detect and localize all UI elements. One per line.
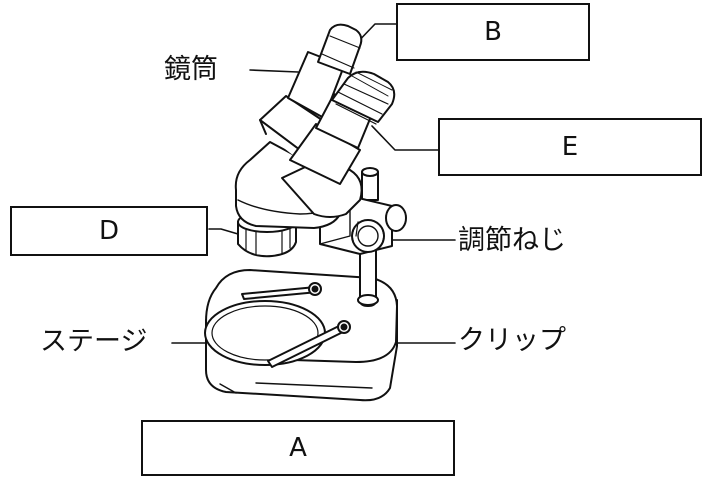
base-foot — [219, 382, 373, 394]
answer-box-a[interactable]: A — [141, 420, 455, 476]
answer-box-e[interactable]: E — [438, 118, 702, 176]
answer-box-d[interactable]: D — [10, 206, 208, 256]
answer-box-a-label: A — [289, 433, 307, 463]
answer-box-e-label: E — [561, 132, 579, 162]
clip-top — [241, 282, 322, 300]
tube-right — [289, 70, 396, 185]
clip-front — [267, 320, 351, 368]
answer-box-b-label: B — [484, 17, 502, 47]
leader-tube — [249, 69, 299, 73]
adjustment-knob — [351, 204, 407, 253]
label-clip: クリップ — [458, 325, 566, 356]
leader-e — [371, 125, 439, 151]
label-tube: 鏡筒 — [164, 54, 218, 85]
stage-plate-inner — [211, 305, 319, 361]
label-stage: ステージ — [40, 326, 148, 357]
stage-plate — [204, 300, 326, 366]
pillar — [357, 167, 379, 307]
label-adjustment-knob: 調節ねじ — [458, 225, 566, 256]
answer-box-d-label: D — [98, 216, 120, 246]
answer-box-b[interactable]: B — [396, 3, 590, 61]
leader-d — [208, 228, 239, 235]
